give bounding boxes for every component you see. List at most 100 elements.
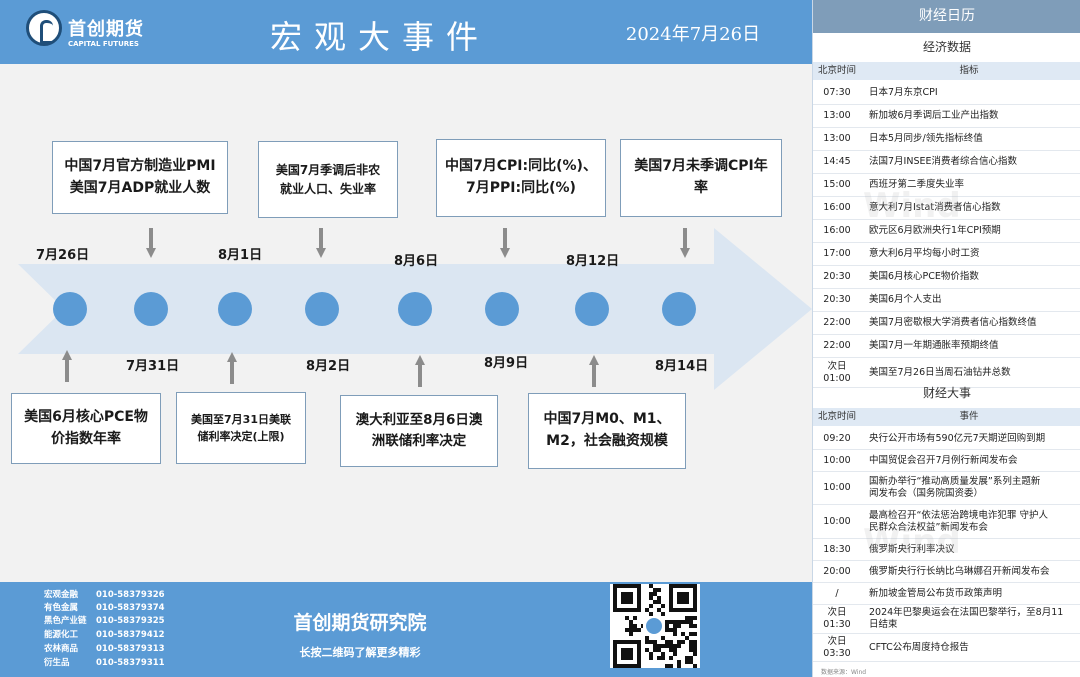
timeline-dot bbox=[575, 292, 609, 326]
event-column-header: 事件 bbox=[959, 411, 979, 422]
timeline-dot bbox=[662, 292, 696, 326]
table-row: 14:45 法国7月INSEE消费者综合信心指数 bbox=[813, 151, 1080, 174]
row-time: 20:30 bbox=[823, 294, 851, 306]
up-arrow-icon bbox=[589, 355, 599, 387]
row-event: 新加坡6月季调后工业产出指数 bbox=[869, 110, 999, 122]
finance-table-header: 北京时间 事件 bbox=[813, 408, 1080, 426]
econ-table-header: 北京时间 指标 bbox=[813, 62, 1080, 80]
down-arrow-icon bbox=[500, 228, 510, 260]
logo-icon bbox=[26, 10, 62, 46]
logo-english-name: CAPITAL FUTURES bbox=[68, 40, 139, 48]
event-box-top-2: 美国7月季调后非农就业人口、失业率 bbox=[258, 141, 398, 218]
time-column-header: 北京时间 bbox=[817, 411, 856, 422]
row-event: 法国7月INSEE消费者综合信心指数 bbox=[869, 156, 1017, 168]
event-box-bottom-2: 美国至7月31日美联储利率决定(上限) bbox=[176, 392, 306, 464]
row-event: 俄罗斯央行利率决议 bbox=[869, 543, 955, 555]
event-box-top-4: 美国7月未季调CPI年率 bbox=[620, 139, 782, 217]
page-title: 宏观大事件 bbox=[269, 18, 490, 56]
row-event: 欧元区6月欧洲央行1年CPI预期 bbox=[869, 225, 1001, 237]
timeline-date: 8月9日 bbox=[484, 356, 529, 371]
row-time: 17:00 bbox=[823, 248, 851, 260]
timeline-date: 7月26日 bbox=[36, 248, 90, 263]
event-box-bottom-1: 美国6月核心PCE物价指数年率 bbox=[11, 393, 161, 464]
row-event: 美国6月核心PCE物价指数 bbox=[869, 271, 979, 283]
table-row: 16:00 欧元区6月欧洲央行1年CPI预期 bbox=[813, 220, 1080, 243]
row-time: 16:00 bbox=[823, 202, 851, 214]
event-box-bottom-4: 中国7月M0、M1、M2，社会融资规模 bbox=[528, 393, 686, 469]
time-column-header: 北京时间 bbox=[817, 65, 856, 76]
table-row: 10:00 最高检召开“依法惩治跨境电诈犯罪 守护人民群众合法权益”新闻发布会 bbox=[813, 505, 1080, 539]
watermark: Wind bbox=[863, 186, 961, 226]
row-time: 10:00 bbox=[823, 482, 851, 494]
timeline-dot bbox=[134, 292, 168, 326]
row-time: 10:00 bbox=[823, 454, 851, 466]
row-event: 美国7月一年期通胀率预期终值 bbox=[869, 340, 999, 352]
watermark: Wind bbox=[863, 522, 961, 562]
down-arrow-icon bbox=[680, 228, 690, 260]
row-event: 西班牙第二季度失业率 bbox=[869, 179, 965, 191]
row-event: 美国至7月26日当周石油钻井总数 bbox=[869, 366, 1011, 378]
table-row: 16:00 意大利7月Istat消费者信心指数 bbox=[813, 197, 1080, 220]
row-event: 最高检召开“依法惩治跨境电诈犯罪 守护人民群众合法权益”新闻发布会 bbox=[869, 509, 1048, 533]
table-row: 20:30 美国6月个人支出 bbox=[813, 289, 1080, 312]
econ-data-section-title: 经济数据 bbox=[922, 40, 971, 54]
table-row: 10:00 国新办举行“推动高质量发展”系列主题新闻发布会（国务院国资委） bbox=[813, 472, 1080, 505]
table-row: 10:00 中国贸促会召开7月例行新闻发布会 bbox=[813, 450, 1080, 472]
down-arrow-icon bbox=[316, 228, 326, 260]
row-event: 俄罗斯央行行长纳比乌琳娜召开新闻发布会 bbox=[869, 565, 1050, 577]
down-arrow-icon bbox=[146, 228, 156, 260]
row-event: 美国7月密歇根大学消费者信心指数终值 bbox=[869, 317, 1037, 329]
row-event: 日本5月同步/领先指标终值 bbox=[869, 133, 983, 145]
institute-name: 首创期货研究院 bbox=[293, 612, 427, 634]
up-arrow-icon bbox=[62, 350, 72, 382]
company-logo: 首创期货 CAPITAL FUTURES bbox=[26, 10, 146, 54]
timeline-dot bbox=[485, 292, 519, 326]
row-time: 07:30 bbox=[823, 87, 851, 99]
qr-code-icon[interactable] bbox=[610, 584, 700, 668]
up-arrow-icon bbox=[415, 355, 425, 387]
timeline-dot bbox=[218, 292, 252, 326]
row-event: 美国6月个人支出 bbox=[869, 294, 942, 306]
row-event: 意大利7月Istat消费者信心指数 bbox=[869, 202, 1001, 214]
row-time: 16:00 bbox=[823, 225, 851, 237]
row-time: 10:00 bbox=[823, 515, 851, 527]
header-bar: 首创期货 CAPITAL FUTURES 宏观大事件 2024年7月26日 bbox=[0, 0, 812, 64]
row-event: 意大利6月平均每小时工资 bbox=[869, 248, 980, 260]
event-box-top-3: 中国7月CPI:同比(%)、7月PPI:同比(%) bbox=[436, 139, 606, 217]
timeline-dot bbox=[398, 292, 432, 326]
table-row: / 新加坡金管局公布货币政策声明 bbox=[813, 583, 1080, 605]
row-event: 央行公开市场有590亿元7天期逆回购到期 bbox=[869, 432, 1046, 444]
row-time: 18:30 bbox=[823, 543, 851, 555]
row-time: / bbox=[835, 587, 839, 599]
row-time: 14:45 bbox=[823, 156, 851, 168]
timeline-date: 8月12日 bbox=[566, 254, 620, 269]
timeline-date: 8月6日 bbox=[394, 254, 439, 269]
logo-name: 首创期货 bbox=[68, 19, 144, 40]
row-event: 新加坡金管局公布货币政策声明 bbox=[869, 587, 1003, 599]
row-time: 09:20 bbox=[823, 432, 851, 444]
timeline-dot bbox=[53, 292, 87, 326]
timeline-dot bbox=[305, 292, 339, 326]
row-event: 中国贸促会召开7月例行新闻发布会 bbox=[869, 454, 1018, 466]
page-date: 2024年7月26日 bbox=[625, 24, 761, 45]
row-event: 国新办举行“推动高质量发展”系列主题新闻发布会（国务院国资委） bbox=[869, 476, 1041, 499]
